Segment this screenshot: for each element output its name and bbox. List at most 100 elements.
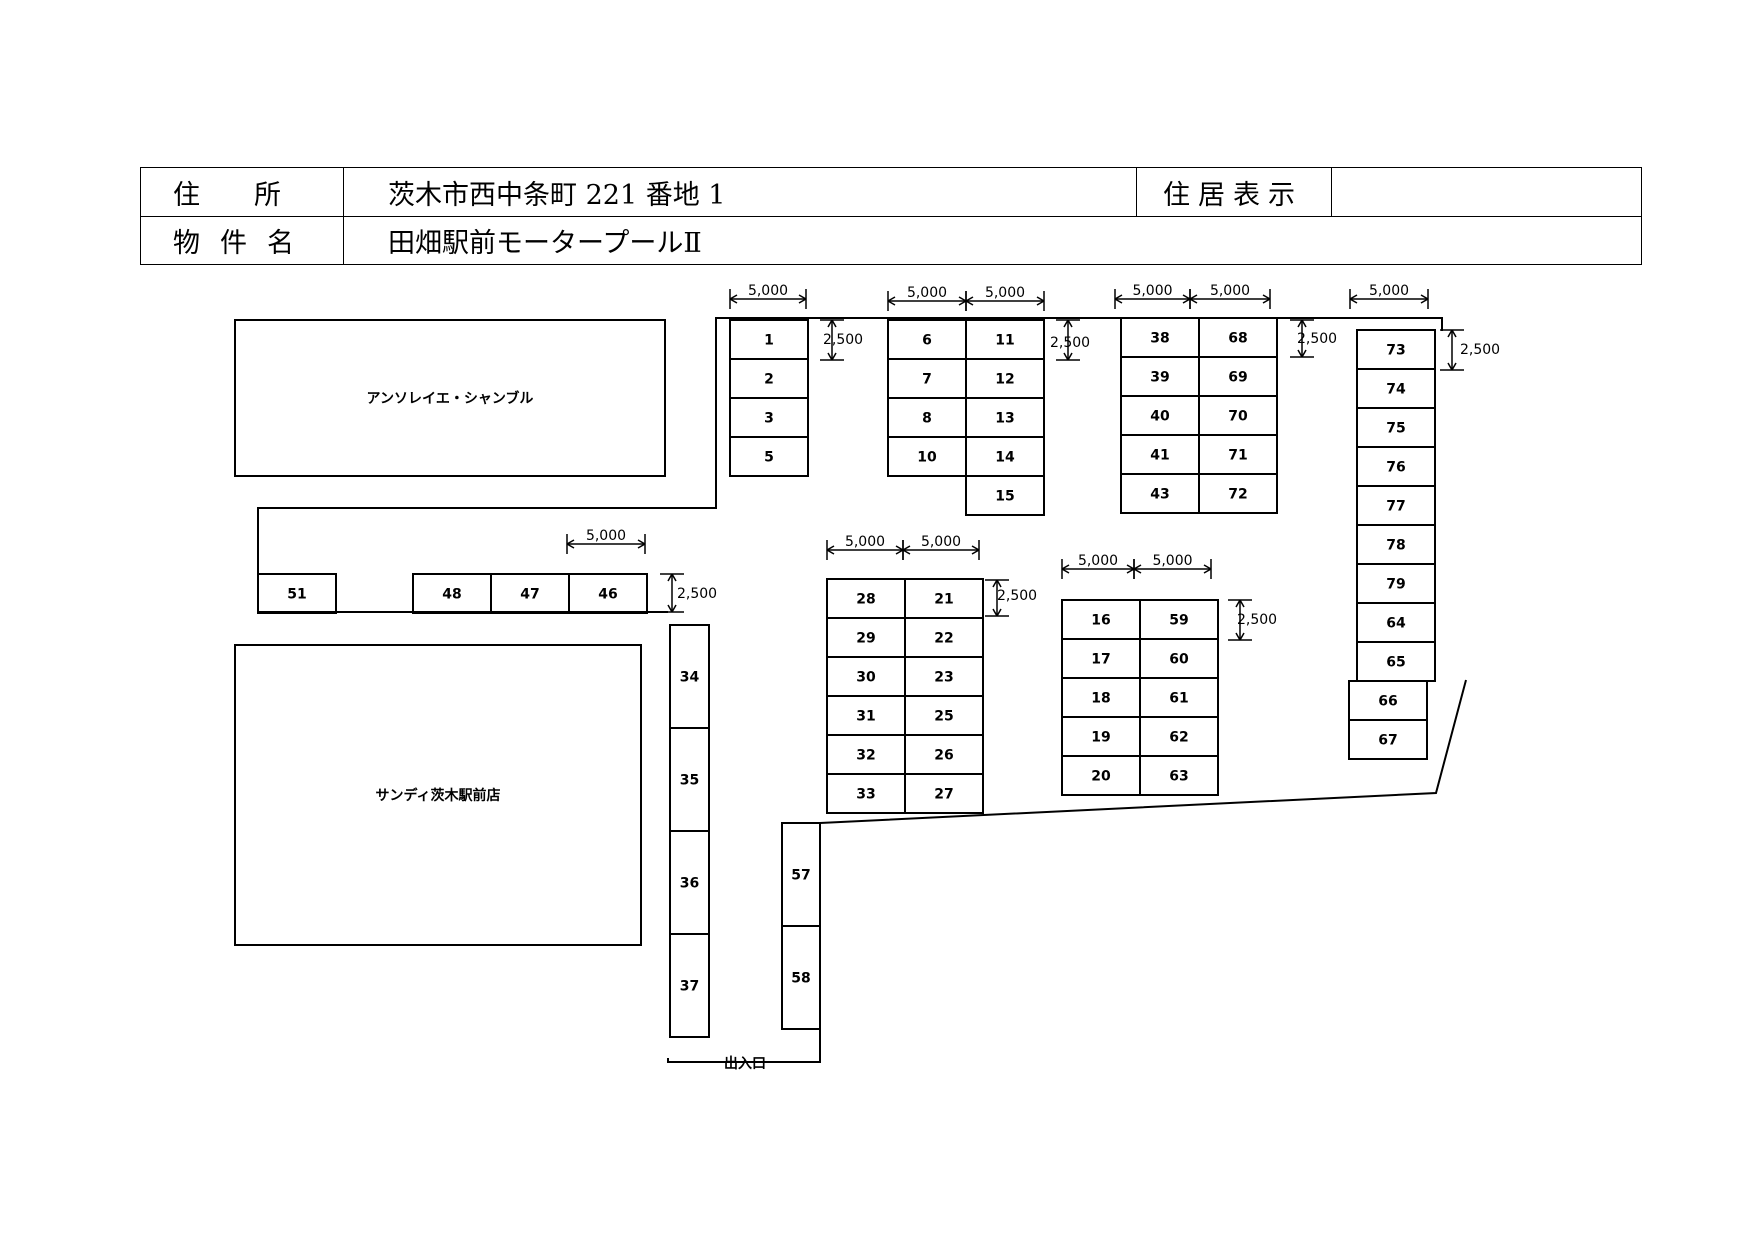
dimension-depth-label: 2,500 <box>1237 612 1277 628</box>
dimension-arrow <box>1063 319 1069 328</box>
parking-slot-number: 68 <box>1228 331 1247 347</box>
dimension-arrow <box>1447 362 1453 371</box>
parking-slot-51 <box>257 573 337 614</box>
dimension-arrow <box>996 579 1002 588</box>
entrance-label: 出入口 <box>724 1055 766 1072</box>
dimension-arrow <box>971 549 980 555</box>
parking-slot-number: 11 <box>995 333 1014 349</box>
dimension-arrow <box>958 300 967 306</box>
dimension-arrow <box>1235 599 1241 608</box>
parking-slot-5 <box>729 436 809 477</box>
building-south <box>234 644 642 946</box>
parking-slot-number: 61 <box>1169 691 1188 707</box>
dimension-arrow <box>965 296 974 302</box>
parking-slot-27 <box>904 773 984 814</box>
parking-slot-number: 34 <box>680 670 700 686</box>
site-boundary-south <box>819 679 1467 824</box>
dimension-arrow <box>1036 300 1045 306</box>
dimension-width-label: 5,000 <box>1369 283 1409 299</box>
dimension-arrow <box>826 549 835 555</box>
parking-slot-number: 18 <box>1091 691 1110 707</box>
parking-slot-number: 66 <box>1378 694 1397 710</box>
parking-slot-46 <box>568 573 648 614</box>
dimension-depth-label: 2,500 <box>1050 335 1090 351</box>
parking-slot-number: 67 <box>1378 733 1397 749</box>
dimension-arrow <box>667 604 673 613</box>
dimension-depth-label: 2,500 <box>997 588 1037 604</box>
dimension-arrow <box>729 294 738 300</box>
dimension-arrow <box>1133 568 1142 574</box>
parking-slot-number: 72 <box>1228 487 1247 503</box>
parking-slot-number: 30 <box>856 670 876 686</box>
property-value: 田畑駅前モータープールⅡ <box>388 227 702 259</box>
parking-slot-number: 48 <box>442 587 461 603</box>
parking-slot-number: 51 <box>287 587 306 603</box>
parking-slot-number: 71 <box>1228 448 1247 464</box>
dimension-depth-label: 2,500 <box>1460 342 1500 358</box>
dimension-arrow <box>827 352 833 361</box>
dimension-width-label: 5,000 <box>748 283 788 299</box>
dimension-arrow <box>1126 568 1135 574</box>
parking-slot-number: 31 <box>856 709 875 725</box>
dimension-arrow <box>566 539 575 545</box>
dimension-arrow <box>1235 632 1241 641</box>
dimension-arrow <box>1126 564 1135 570</box>
dimension-depth-label: 2,500 <box>677 586 717 602</box>
dimension-arrow <box>1189 294 1198 300</box>
dimension-arrow <box>1239 599 1245 608</box>
dimension-arrow <box>992 608 998 617</box>
parking-slot-number: 62 <box>1169 730 1188 746</box>
dimension-arrow <box>667 573 673 582</box>
parking-slot-number: 36 <box>680 876 699 892</box>
dimension-arrow <box>1297 319 1303 328</box>
building-north <box>234 319 666 477</box>
parking-slots: 1235678101112131415383940414368697071727… <box>257 317 1436 1038</box>
dimension-arrow <box>971 545 980 551</box>
parking-slot-number: 3 <box>764 411 774 427</box>
parking-slot-number: 76 <box>1386 460 1405 476</box>
parking-slot-number: 65 <box>1386 655 1405 671</box>
parking-slot-number: 69 <box>1228 370 1247 386</box>
dimension-arrow <box>1239 632 1245 641</box>
dimension-arrow <box>992 579 998 588</box>
dimension-arrow <box>1133 564 1142 570</box>
dimension-arrow <box>902 545 911 551</box>
parking-slot-number: 79 <box>1386 577 1405 593</box>
dimension-width-label: 5,000 <box>1132 283 1172 299</box>
dimension-arrow <box>1262 298 1271 304</box>
parking-slot-number: 26 <box>934 748 953 764</box>
dimension-arrow <box>1447 329 1453 338</box>
dimension-arrow <box>729 298 738 304</box>
parking-slot-number: 58 <box>791 971 810 987</box>
dimension-arrow <box>887 296 896 302</box>
parking-slot-number: 73 <box>1386 343 1405 359</box>
parking-slot-number: 75 <box>1386 421 1405 437</box>
dimension-arrow <box>1297 349 1303 358</box>
parking-slot-number: 64 <box>1386 616 1406 632</box>
parking-slot-number: 16 <box>1091 613 1110 629</box>
dimension-width-label: 5,000 <box>985 285 1025 301</box>
dimension-arrow <box>996 608 1002 617</box>
parking-slot-number: 40 <box>1150 409 1170 425</box>
dimension-arrow <box>895 549 904 555</box>
dimension-arrow <box>958 296 967 302</box>
dimension-arrow <box>1301 349 1307 358</box>
parking-slot-72 <box>1198 473 1278 514</box>
parking-slot-number: 12 <box>995 372 1014 388</box>
parking-slot-number: 78 <box>1386 538 1405 554</box>
parking-slot-number: 8 <box>922 411 932 427</box>
parking-slot-number: 35 <box>680 773 699 789</box>
dimension-arrow <box>1301 319 1307 328</box>
dimension-width-label: 5,000 <box>586 528 626 544</box>
address-label: 住 所 <box>173 179 281 211</box>
dimension-arrow <box>1114 298 1123 304</box>
dimension-arrow <box>671 604 677 613</box>
dimension-arrow <box>1182 298 1191 304</box>
dimension-arrow <box>827 319 833 328</box>
parking-slot-number: 27 <box>934 787 953 803</box>
parking-slot-number: 7 <box>922 372 932 388</box>
table-row-divider <box>141 216 1641 217</box>
dimension-arrow <box>637 539 646 545</box>
building-south-label: サンディ茨木駅前店 <box>375 788 501 804</box>
